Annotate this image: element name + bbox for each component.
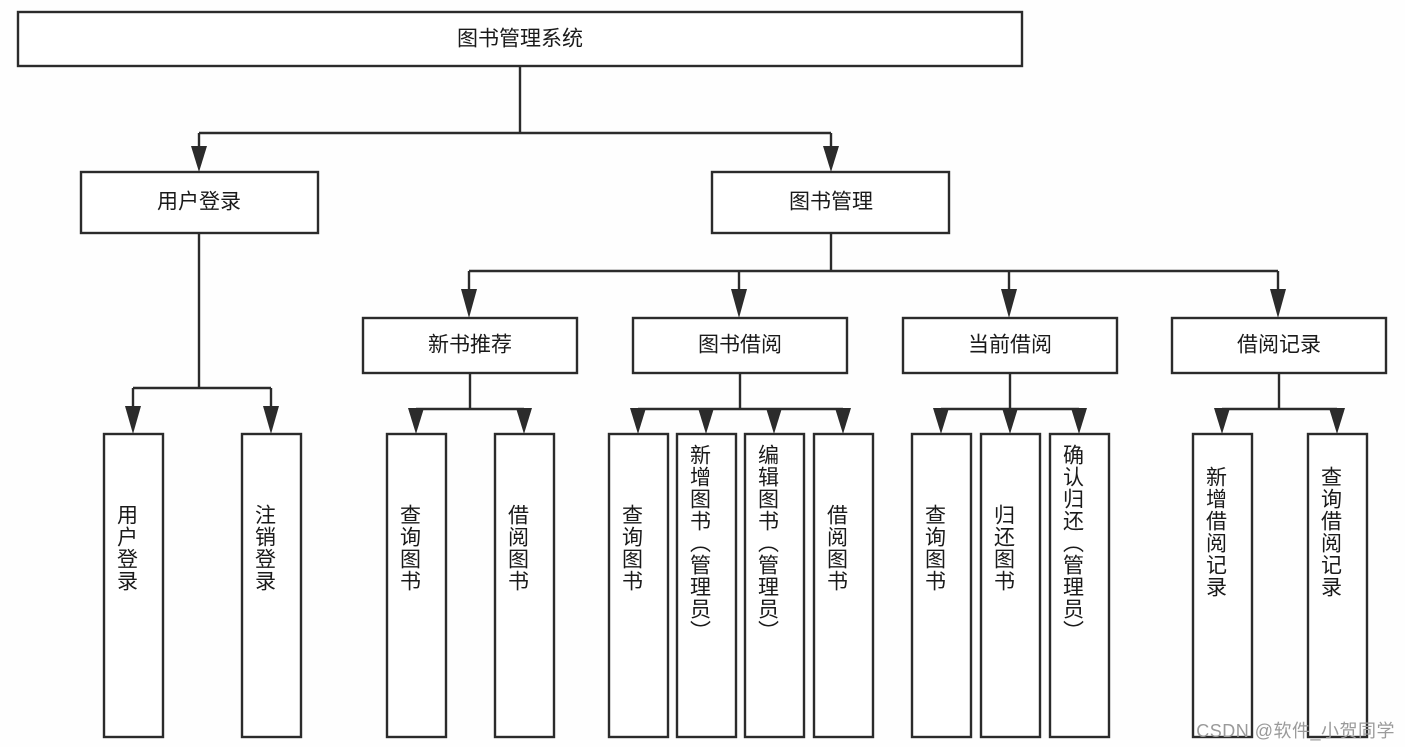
arrowhead-book-borrow-leaf1 xyxy=(698,408,714,434)
arrowhead-to-borrow-record xyxy=(1270,289,1286,318)
node-leaf-query-book-1[interactable] xyxy=(385,432,448,739)
node-leaf-borrow-book-2[interactable] xyxy=(812,432,875,739)
node-root-library-system[interactable] xyxy=(16,10,1024,68)
arrowhead-user-login-leaf1 xyxy=(263,406,279,434)
node-book-manage[interactable] xyxy=(710,170,951,235)
arrowhead-to-book-borrow xyxy=(731,289,747,318)
node-book-manage-label: 图书管理 xyxy=(789,191,873,214)
arrowhead-book-borrow-leaf0 xyxy=(630,408,646,434)
arrowhead-borrow-record-leaf0 xyxy=(1214,408,1230,434)
node-leaf-confirm-return-admin[interactable] xyxy=(1048,432,1111,739)
arrowhead-borrow-record-leaf1 xyxy=(1329,408,1345,434)
node-leaf-return-book[interactable] xyxy=(979,432,1042,739)
node-user-login-label: 用户登录 xyxy=(157,191,241,214)
node-borrow-record-label: 借阅记录 xyxy=(1237,334,1321,357)
node-book-borrow[interactable] xyxy=(631,316,849,375)
arrowhead-current-borrow-leaf0 xyxy=(933,408,949,434)
arrowhead-book-borrow-leaf3 xyxy=(835,408,851,434)
csdn-watermark: CSDN @软件_小贺同学 xyxy=(1196,721,1395,741)
node-root-label: 图书管理系统 xyxy=(457,28,583,51)
node-book-borrow-label: 图书借阅 xyxy=(698,334,782,357)
arrowhead-current-borrow-leaf2 xyxy=(1071,408,1087,434)
arrowhead-to-current-borrow xyxy=(1001,289,1017,318)
node-leaf-edit-book-admin[interactable] xyxy=(743,432,806,739)
arrowhead-new-book-leaf1 xyxy=(516,408,532,434)
arrowhead-to-new-book-recommend xyxy=(461,289,477,318)
arrowhead-book-borrow-leaf2 xyxy=(766,408,782,434)
node-borrow-record[interactable] xyxy=(1170,316,1388,375)
node-leaf-query-borrow-record[interactable] xyxy=(1306,432,1369,739)
arrowhead-user-login-leaf0 xyxy=(125,406,141,434)
arrowhead-current-borrow-leaf1 xyxy=(1002,408,1018,434)
node-leaf-add-book-admin[interactable] xyxy=(675,432,738,739)
node-leaf-borrow-book-1[interactable] xyxy=(493,432,556,739)
node-leaf-add-borrow-record[interactable] xyxy=(1191,432,1254,739)
node-leaf-query-book-3[interactable] xyxy=(910,432,973,739)
arrowhead-to-book-manage xyxy=(823,146,839,172)
node-new-book-recommend[interactable] xyxy=(361,316,579,375)
node-new-book-recommend-label: 新书推荐 xyxy=(428,334,512,357)
node-leaf-logout[interactable] xyxy=(240,432,303,739)
arrowhead-new-book-leaf0 xyxy=(408,408,424,434)
node-current-borrow-label: 当前借阅 xyxy=(968,334,1052,357)
arrowhead-to-user-login xyxy=(191,146,207,172)
node-leaf-user-login[interactable] xyxy=(102,432,165,739)
node-current-borrow[interactable] xyxy=(901,316,1119,375)
node-leaf-query-book-2[interactable] xyxy=(607,432,670,739)
